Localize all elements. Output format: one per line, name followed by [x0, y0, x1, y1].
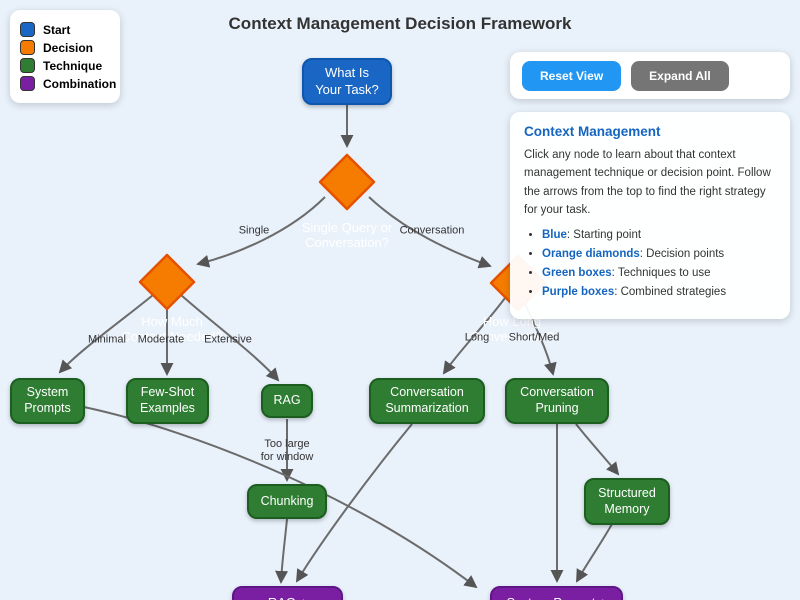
edge-pruning-to-structured-memory	[575, 423, 620, 476]
reset-view-button[interactable]: Reset View	[522, 60, 622, 91]
node-combo-rag[interactable]: RAG +	[232, 586, 343, 600]
start-swatch-icon	[20, 22, 35, 37]
toolbar-card: Reset View Expand All	[510, 52, 790, 99]
info-panel-bullets: Blue: Starting point Orange diamonds: De…	[542, 229, 776, 298]
decision-context-diamond	[138, 253, 196, 311]
edge-structured-memory-to-combo-system	[576, 523, 613, 583]
edge-context-to-system-prompts	[58, 294, 154, 374]
decision-swatch-icon	[20, 40, 35, 55]
legend-item-technique: Technique	[20, 58, 110, 73]
bullet-orange-diamonds: Orange diamonds: Decision points	[542, 248, 776, 260]
info-panel-body: Click any node to learn about that conte…	[524, 149, 771, 217]
combination-swatch-icon	[20, 76, 35, 91]
bullet-purple-boxes: Purple boxes: Combined strategies	[542, 286, 776, 298]
expand-all-button[interactable]: Expand All	[631, 60, 729, 91]
info-panel-heading: Context Management	[524, 124, 661, 139]
node-rag[interactable]: RAG	[261, 384, 313, 418]
page-title: Context Management Decision Framework	[228, 14, 572, 33]
legend-item-start: Start	[20, 22, 110, 37]
bullet-green-boxes: Green boxes: Techniques to use	[542, 267, 776, 279]
bullet-blue: Blue: Starting point	[542, 229, 776, 241]
edge-query-to-context	[196, 196, 326, 268]
edge-context-to-rag	[180, 294, 280, 382]
node-combo-system-prompt[interactable]: System Prompt +	[490, 586, 623, 600]
node-chunking[interactable]: Chunking	[247, 484, 327, 519]
edge-length-to-summarization	[442, 297, 506, 375]
legend-item-combination: Combination	[20, 76, 116, 91]
technique-swatch-icon	[20, 58, 35, 73]
edge-chunking-to-combo-rag	[275, 518, 289, 584]
legend-item-decision: Decision	[20, 40, 110, 55]
info-panel: Context Management Click any node to lea…	[510, 112, 790, 319]
legend-card: Start Decision Technique Combination	[10, 10, 120, 103]
edge-query-to-length	[368, 196, 492, 269]
decision-query-diamond	[318, 153, 376, 211]
